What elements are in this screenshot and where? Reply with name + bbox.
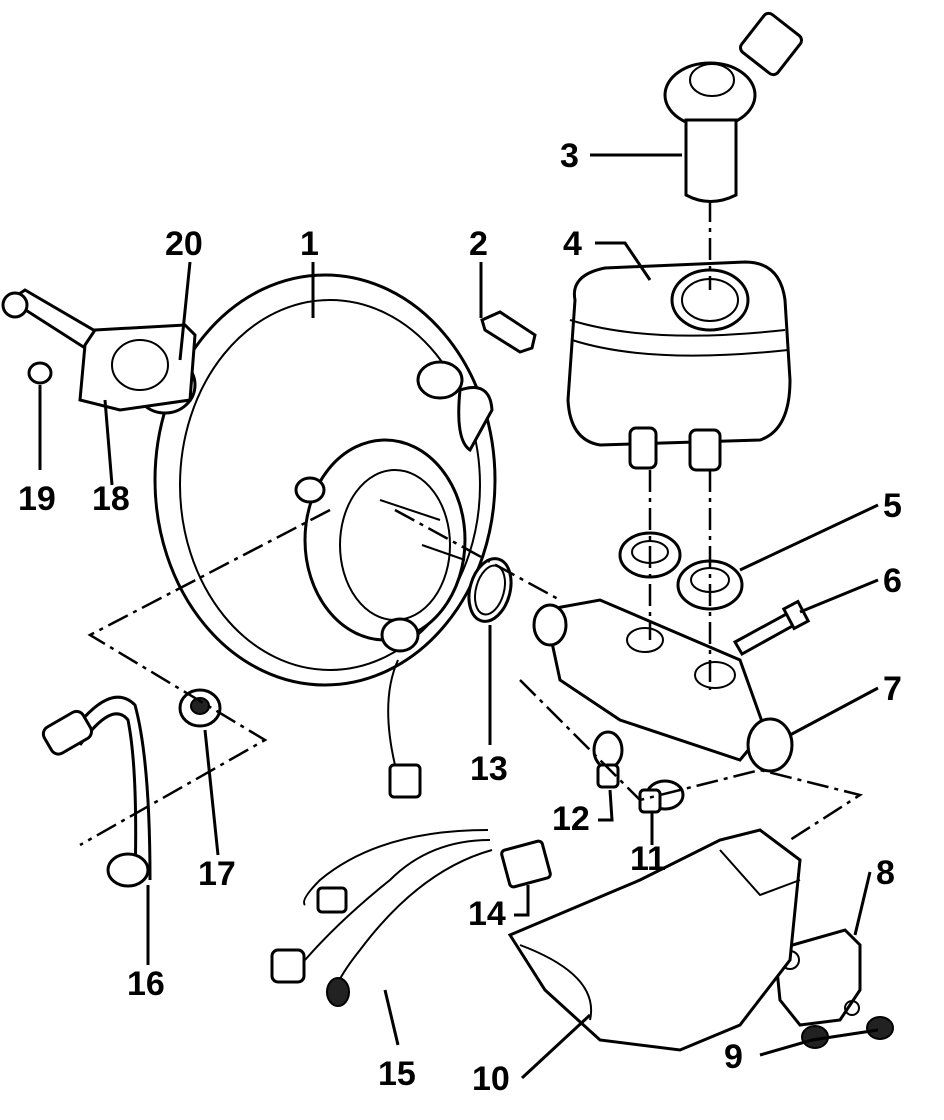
part-3-reservoir-cap: [663, 11, 803, 203]
callout-20: 20: [165, 225, 203, 263]
part-16-vacuum-hose: [41, 695, 152, 888]
part-19-nut: [27, 361, 53, 385]
part-6-bolt: [732, 599, 811, 657]
callout-12: 12: [552, 800, 590, 838]
part-7-master-cylinder: [532, 598, 794, 773]
callout-6: 6: [883, 562, 902, 600]
part-4-fluid-reservoir: [566, 260, 792, 472]
callout-9: 9: [724, 1038, 743, 1076]
part-2-clip: [480, 310, 537, 354]
dashed-centerlines: [79, 200, 864, 847]
callout-11: 11: [630, 840, 666, 878]
callout-15: 15: [378, 1055, 416, 1093]
callout-18: 18: [92, 480, 130, 518]
part-14-connector: [500, 839, 552, 889]
part-18-gasket-plate: [78, 323, 197, 412]
callout-13: 13: [470, 750, 508, 788]
callout-7: 7: [883, 670, 902, 708]
part-1-brake-booster: [153, 273, 497, 687]
part-8-bracket: [773, 928, 862, 1027]
part-17-grommet: [178, 688, 222, 728]
callout-17: 17: [198, 855, 236, 893]
callout-14: 14: [468, 895, 506, 933]
part-15-wiring-harness: [270, 659, 493, 1007]
callout-10: 10: [472, 1060, 510, 1098]
callout-16: 16: [127, 965, 165, 1003]
callout-4: 4: [563, 225, 582, 263]
part-5-grommets: [618, 531, 744, 611]
callout-19: 19: [18, 480, 56, 518]
part-12-pressure-sensor: [592, 730, 624, 789]
callout-5: 5: [883, 487, 902, 525]
callout-labels: 3 4 1 2 20 19 18 5 6 7 8 9 10 11 12 13 1…: [18, 137, 902, 1098]
part-11-pressure-sensor: [638, 779, 685, 814]
callout-8: 8: [876, 854, 895, 892]
leader-lines: [38, 153, 879, 1080]
callout-1: 1: [300, 225, 319, 263]
callout-2: 2: [469, 225, 488, 263]
callout-3: 3: [560, 137, 579, 175]
